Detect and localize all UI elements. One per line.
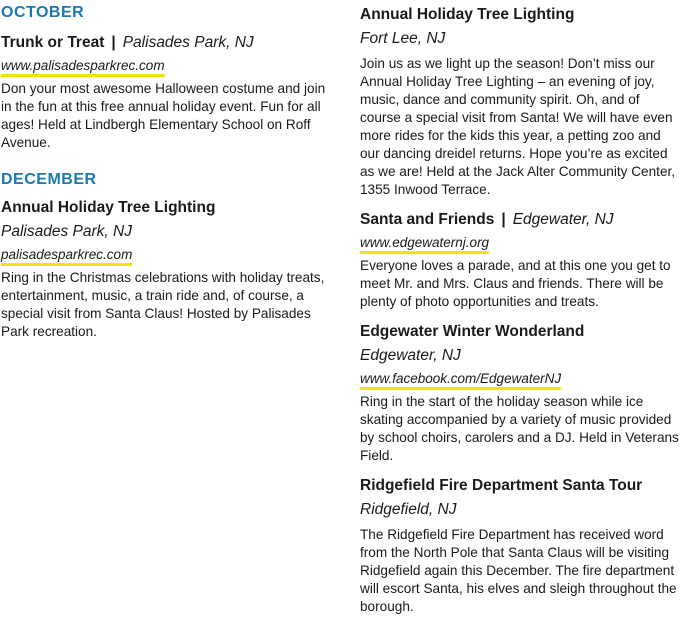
event-location: Edgewater, NJ bbox=[360, 347, 461, 364]
month-heading-october: OCTOBER bbox=[1, 4, 85, 21]
event-title-line: Santa and Friends | Edgewater, NJ bbox=[360, 208, 682, 232]
event-location: Ridgefield, NJ bbox=[360, 501, 457, 518]
right-column: Annual Holiday Tree Lighting Fort Lee, N… bbox=[360, 0, 682, 616]
event-description: Everyone loves a parade, and at this one… bbox=[360, 258, 671, 309]
event-location: Palisades Park, NJ bbox=[122, 34, 254, 51]
event-title: Santa and Friends bbox=[360, 211, 495, 228]
event-ridgefield-santa-tour: Ridgefield Fire Department Santa Tour Ri… bbox=[360, 474, 682, 616]
title-separator: | bbox=[111, 34, 116, 51]
event-fort-lee-tree-lighting: Annual Holiday Tree Lighting Fort Lee, N… bbox=[360, 3, 682, 199]
event-url-link[interactable]: palisadesparkrec.com bbox=[1, 246, 133, 266]
event-palisades-tree-lighting: Annual Holiday Tree Lighting Palisades P… bbox=[1, 196, 331, 341]
event-description: Don your most awesome Halloween costume … bbox=[1, 81, 326, 150]
event-location: Palisades Park, NJ bbox=[1, 223, 132, 240]
event-santa-and-friends: Santa and Friends | Edgewater, NJ www.edge… bbox=[360, 208, 682, 311]
event-edgewater-winter-wonderland: Edgewater Winter Wonderland Edgewater, N… bbox=[360, 320, 682, 465]
event-title-line: Trunk or Treat | Palisades Park, NJ bbox=[1, 31, 331, 55]
event-description: Ring in the Christmas celebrations with … bbox=[1, 270, 325, 339]
event-url-link[interactable]: www.palisadesparkrec.com bbox=[1, 57, 165, 77]
event-description: The Ridgefield Fire Department has recei… bbox=[360, 527, 677, 614]
event-title: Trunk or Treat bbox=[1, 34, 105, 51]
event-location: Fort Lee, NJ bbox=[360, 30, 446, 47]
event-description: Join us as we light up the season! Don’t… bbox=[360, 56, 676, 197]
title-separator: | bbox=[501, 211, 506, 228]
event-title: Annual Holiday Tree Lighting bbox=[1, 199, 216, 216]
event-title: Edgewater Winter Wonderland bbox=[360, 323, 585, 340]
month-heading-december: DECEMBER bbox=[1, 171, 97, 188]
event-url-link[interactable]: www.edgewaternj.org bbox=[360, 234, 490, 254]
event-title: Ridgefield Fire Department Santa Tour bbox=[360, 477, 643, 494]
left-column: OCTOBER Trunk or Treat | Palisades Park, N… bbox=[1, 0, 331, 341]
event-trunk-or-treat: Trunk or Treat | Palisades Park, NJ www.pa… bbox=[1, 31, 331, 152]
event-location: Edgewater, NJ bbox=[512, 211, 614, 228]
event-title: Annual Holiday Tree Lighting bbox=[360, 6, 575, 23]
event-url-link[interactable]: www.facebook.com/EdgewaterNJ bbox=[360, 370, 562, 390]
event-description: Ring in the start of the holiday season … bbox=[360, 394, 679, 463]
